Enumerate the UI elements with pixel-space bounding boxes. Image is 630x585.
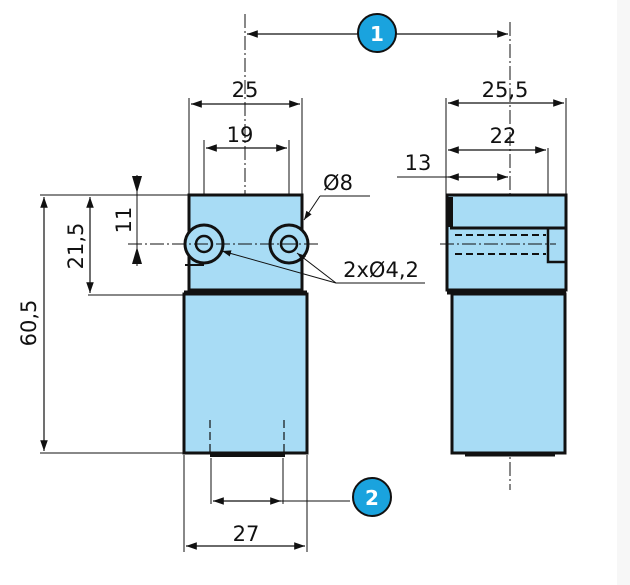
dim-25-5-label: 25,5	[482, 78, 529, 102]
dim-60-5-label: 60,5	[17, 300, 41, 347]
dim-11-label: 11	[112, 207, 136, 234]
dim-25-label: 25	[232, 78, 259, 102]
leader-d8	[303, 195, 321, 221]
switch-body	[182, 292, 309, 455]
callout-1-label: 1	[370, 22, 384, 46]
leader-d42-right	[296, 252, 337, 284]
arrow-11-top	[132, 176, 142, 193]
callout-2-label: 2	[365, 486, 379, 510]
callout-2-badge	[352, 477, 392, 517]
side-notch	[546, 228, 566, 264]
front-view: 25 19 2 27	[17, 78, 425, 552]
side-body	[450, 292, 567, 455]
side-view: 25,5 22 13	[397, 78, 568, 457]
dim-d42-label: 2xØ4,2	[343, 258, 419, 282]
page-edge-strip	[617, 0, 630, 585]
side-block-edge	[447, 197, 453, 227]
dim-22-label: 22	[490, 124, 517, 148]
dim-21-5-label: 21,5	[64, 223, 88, 270]
dim-13-label: 13	[405, 151, 432, 175]
arrow-11-bottom	[132, 247, 142, 264]
dim-d8-label: Ø8	[323, 171, 353, 195]
dim-27-label: 27	[233, 522, 260, 546]
callout-1-badge	[357, 13, 397, 53]
dim-19-label: 19	[227, 123, 254, 147]
leader-d42-left	[221, 250, 337, 284]
